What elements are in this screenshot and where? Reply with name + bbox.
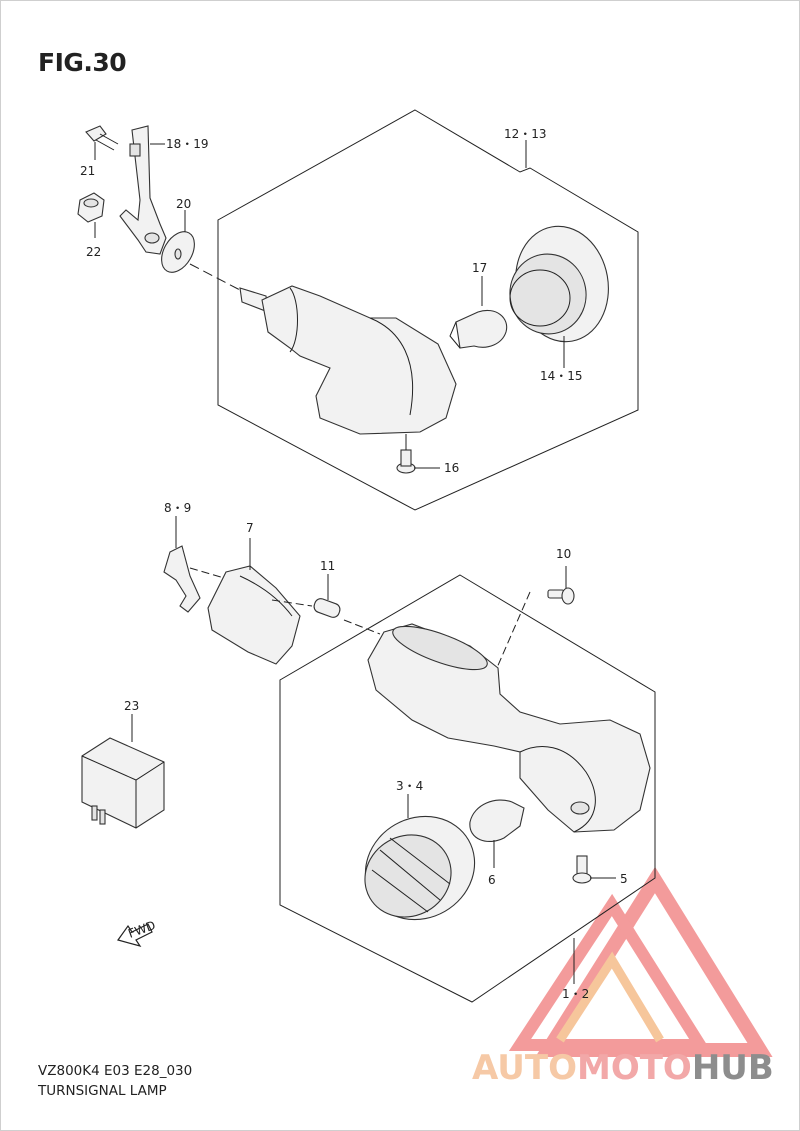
callout-14-15: 14・15: [540, 369, 583, 383]
figure-title: FIG.30: [38, 48, 127, 77]
figure-code: VZ800K4 E03 E28_030: [38, 1063, 193, 1079]
figure-name: TURNSIGNAL LAMP: [38, 1083, 167, 1099]
callout-7: 7: [246, 521, 254, 535]
watermark-logo-icon: [508, 866, 773, 1057]
callout-1-2: 1・2: [562, 987, 589, 1001]
bolt-21: [85, 125, 119, 151]
lens-cover-7: [207, 565, 301, 665]
callout-8-9: 8・9: [164, 501, 191, 515]
nut-22: [77, 192, 105, 223]
watermark-part-hub: HUB: [691, 1048, 774, 1088]
screw-10: [547, 587, 575, 605]
lens-14-15: [509, 225, 609, 343]
screw-5: [572, 855, 592, 884]
upper-assembly-frame: [217, 109, 639, 511]
washer-20: [161, 231, 195, 273]
lower-assembly-frame: [279, 574, 656, 1003]
callout-22: 22: [86, 245, 101, 259]
watermark-part-moto: MOTO: [576, 1048, 692, 1088]
callout-18-19: 18・19: [166, 137, 209, 151]
callout-17: 17: [472, 261, 487, 275]
watermark-part-auto: AUTO: [472, 1048, 577, 1088]
watermark-wordmark: AUTOMOTOHUB: [472, 1048, 774, 1088]
lens-3-4: [364, 815, 476, 921]
callout-6: 6: [488, 873, 496, 887]
callout-21: 21: [80, 164, 95, 178]
callout-16: 16: [444, 461, 459, 475]
bracket-18-19: [119, 125, 167, 255]
callout-11: 11: [320, 559, 335, 573]
lower-lamp-housing: [367, 623, 651, 833]
relay-23: [81, 737, 165, 829]
callout-20: 20: [176, 197, 191, 211]
bulb-11: [313, 598, 341, 618]
bulb-17: [449, 310, 508, 349]
bulb-6: [469, 799, 525, 842]
callout-5: 5: [620, 872, 628, 886]
screw-16: [396, 449, 416, 474]
callout-3-4: 3・4: [396, 779, 423, 793]
fwd-arrow-icon: FWD: [117, 918, 157, 948]
upper-lamp-housing: [239, 285, 457, 435]
callout-12-13: 12・13: [504, 127, 547, 141]
callout-10: 10: [556, 547, 571, 561]
callout-23: 23: [124, 699, 139, 713]
bracket-8-9: [163, 545, 201, 613]
